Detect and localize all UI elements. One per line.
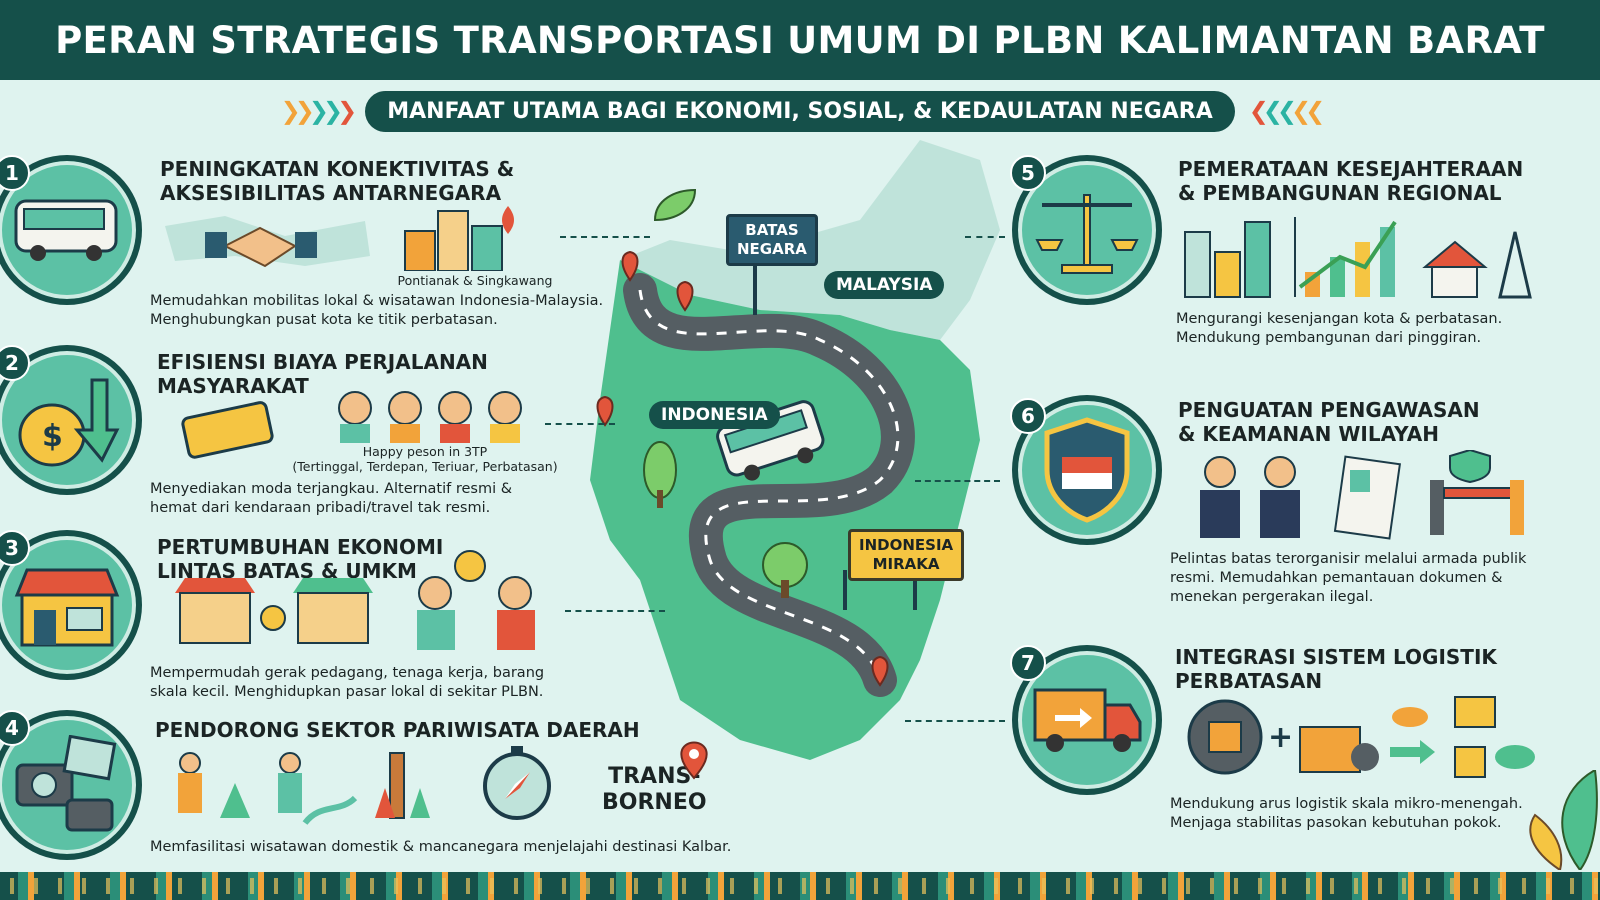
feature-5-description: Mengurangi kesenjangan kota & perbatasan… bbox=[1176, 311, 1503, 346]
subtitle-row: ❯❯❯❯❯ MANFAAT UTAMA BAGI EKONOMI, SOSIAL… bbox=[0, 88, 1600, 134]
feature-3-description: Mempermudah gerak pedagang, tenaga kerja… bbox=[150, 665, 545, 700]
money-bag-icon: $ bbox=[18, 378, 120, 467]
bus-icon bbox=[14, 199, 118, 261]
label-indonesia: INDONESIA bbox=[649, 401, 780, 429]
traders-icon bbox=[417, 550, 535, 650]
feature-4-badge bbox=[0, 710, 142, 860]
feature-4-title: PENDORONG SEKTOR PARIWISATA DAERAH bbox=[155, 718, 640, 742]
sign-batas-negara: BATAS NEGARA bbox=[726, 214, 818, 266]
feature-6-number: 6 bbox=[1010, 398, 1046, 434]
regional-development-icon bbox=[1184, 217, 1532, 299]
label-malaysia: MALAYSIA bbox=[824, 271, 945, 299]
feature-7-number: 7 bbox=[1010, 645, 1046, 681]
footer-pattern-overlay bbox=[0, 878, 1600, 894]
feature-3-badge bbox=[0, 530, 142, 680]
location-pin-icon-1 bbox=[621, 250, 639, 282]
location-pin-icon-4 bbox=[871, 655, 889, 687]
svg-text:$: $ bbox=[42, 419, 63, 454]
chevron-decoration-left: ❯❯❯❯❯ bbox=[280, 97, 358, 125]
city-buildings-icon bbox=[404, 206, 514, 271]
feature-5-number: 5 bbox=[1010, 155, 1046, 191]
feature-6-title: PENGUATAN PENGAWASAN & KEAMANAN WILAYAH bbox=[1178, 398, 1480, 446]
logistics-flow-icon: + bbox=[1187, 696, 1535, 778]
location-pin-icon-3 bbox=[596, 395, 614, 427]
feature-2-title: EFISIENSI BIAYA PERJALANAN MASYARAKAT bbox=[157, 350, 488, 398]
connector-2 bbox=[545, 423, 615, 425]
feature-7-title: INTEGRASI SISTEM LOGISTIK PERBATASAN bbox=[1175, 645, 1497, 693]
feature-4-description: Memfasilitasi wisatawan domestik & manca… bbox=[150, 839, 732, 855]
security-officers-icon bbox=[1200, 450, 1524, 540]
leaf-icon bbox=[653, 188, 697, 222]
connector-5 bbox=[965, 236, 1005, 238]
ticket-icon bbox=[181, 401, 274, 459]
handshake-map-illustration bbox=[165, 216, 370, 268]
map-road-dashes bbox=[638, 289, 900, 681]
chevron-decoration-right: ❮❮❮❮❮ bbox=[1248, 97, 1326, 125]
feature-1-number: 1 bbox=[0, 155, 30, 191]
svg-text:+: + bbox=[1268, 720, 1293, 755]
feature-1-description: Memudahkan mobilitas lokal & wisatawan I… bbox=[150, 293, 604, 328]
happy-people-icon bbox=[338, 391, 522, 443]
sign-indonesia-miraka: INDONESIA MIRAKA bbox=[848, 529, 965, 581]
tree-icon-2 bbox=[762, 542, 808, 598]
connector-6 bbox=[915, 480, 1000, 482]
feature-3-number: 3 bbox=[0, 530, 30, 566]
truck-icon bbox=[1033, 688, 1141, 752]
connector-7 bbox=[905, 720, 1005, 722]
header-banner: PERAN STRATEGIS TRANSPORTASI UMUM DI PLB… bbox=[0, 0, 1600, 80]
trans-borneo-label: TRANS- BORNEO bbox=[602, 764, 707, 815]
connector-1 bbox=[560, 236, 650, 238]
feature-1-caption: Pontianak & Singkawang bbox=[397, 273, 553, 288]
feature-7-description: Mendukung arus logistik skala mikro-mene… bbox=[1170, 796, 1523, 831]
feature-6-description: Pelintas batas terorganisir melalui arma… bbox=[1170, 551, 1527, 605]
tree-icon-1 bbox=[643, 441, 677, 508]
market-stalls-icon bbox=[175, 578, 373, 644]
feature-2-number: 2 bbox=[0, 345, 30, 381]
compass-icon bbox=[483, 746, 551, 820]
subtitle-pill: MANFAAT UTAMA BAGI EKONOMI, SOSIAL, & KE… bbox=[365, 90, 1235, 132]
page-title: PERAN STRATEGIS TRANSPORTASI UMUM DI PLB… bbox=[55, 18, 1545, 62]
shop-icon bbox=[14, 568, 120, 647]
feature-2-description: Menyediakan moda terjangkau. Alternatif … bbox=[150, 481, 513, 516]
camera-icon bbox=[15, 735, 117, 832]
plant-decoration-icon bbox=[1529, 770, 1598, 870]
connector-3 bbox=[565, 610, 665, 612]
feature-2-caption: Happy peson in 3TP (Tertinggal, Terdepan… bbox=[292, 444, 558, 474]
feature-4-number: 4 bbox=[0, 710, 30, 746]
location-pin-icon-2 bbox=[676, 280, 694, 312]
shield-icon bbox=[1044, 417, 1130, 523]
location-pin-icon-trans-borneo bbox=[680, 741, 708, 780]
feature-1-title: PENINGKATAN KONEKTIVITAS & AKSESIBILITAS… bbox=[160, 157, 515, 205]
tourism-scenes-icon bbox=[178, 752, 430, 825]
scale-icon bbox=[1035, 194, 1139, 274]
feature-5-title: PEMERATAAN KESEJAHTERAAN & PEMBANGUNAN R… bbox=[1178, 157, 1524, 205]
feature-3-title: PERTUMBUHAN EKONOMI LINTAS BATAS & UMKM bbox=[157, 535, 444, 583]
